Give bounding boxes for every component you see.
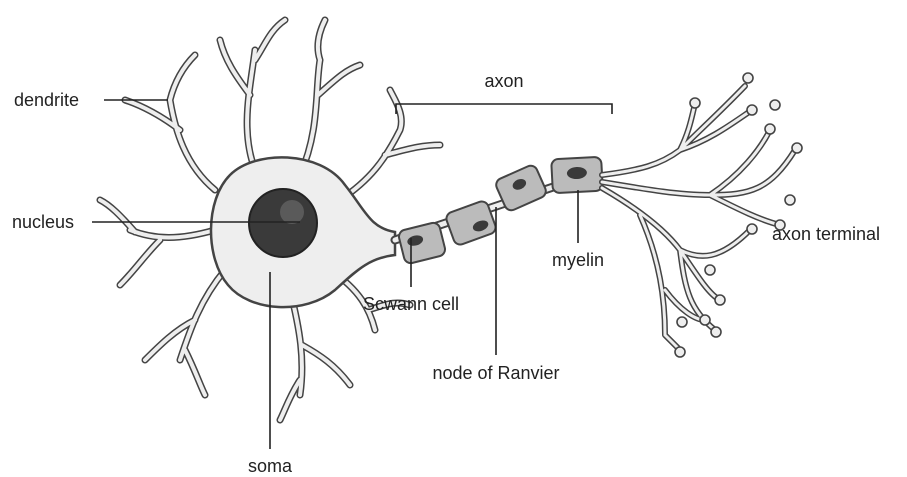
soma-label: soma	[248, 456, 293, 476]
axon-terminal-label: axon terminal	[772, 224, 880, 244]
dendrite-label: dendrite	[14, 90, 79, 110]
axon-bracket	[396, 104, 612, 114]
myelin-label: myelin	[552, 250, 604, 270]
myelin-sheath	[398, 157, 603, 265]
nucleus-label: nucleus	[12, 212, 74, 232]
axon-label: axon	[484, 71, 523, 91]
node-of-ranvier-label: node of Ranvier	[432, 363, 559, 383]
nucleus-shape	[249, 189, 317, 257]
axon-terminal-branches	[602, 73, 802, 357]
schwann-cell-label: Scwann cell	[363, 294, 459, 314]
